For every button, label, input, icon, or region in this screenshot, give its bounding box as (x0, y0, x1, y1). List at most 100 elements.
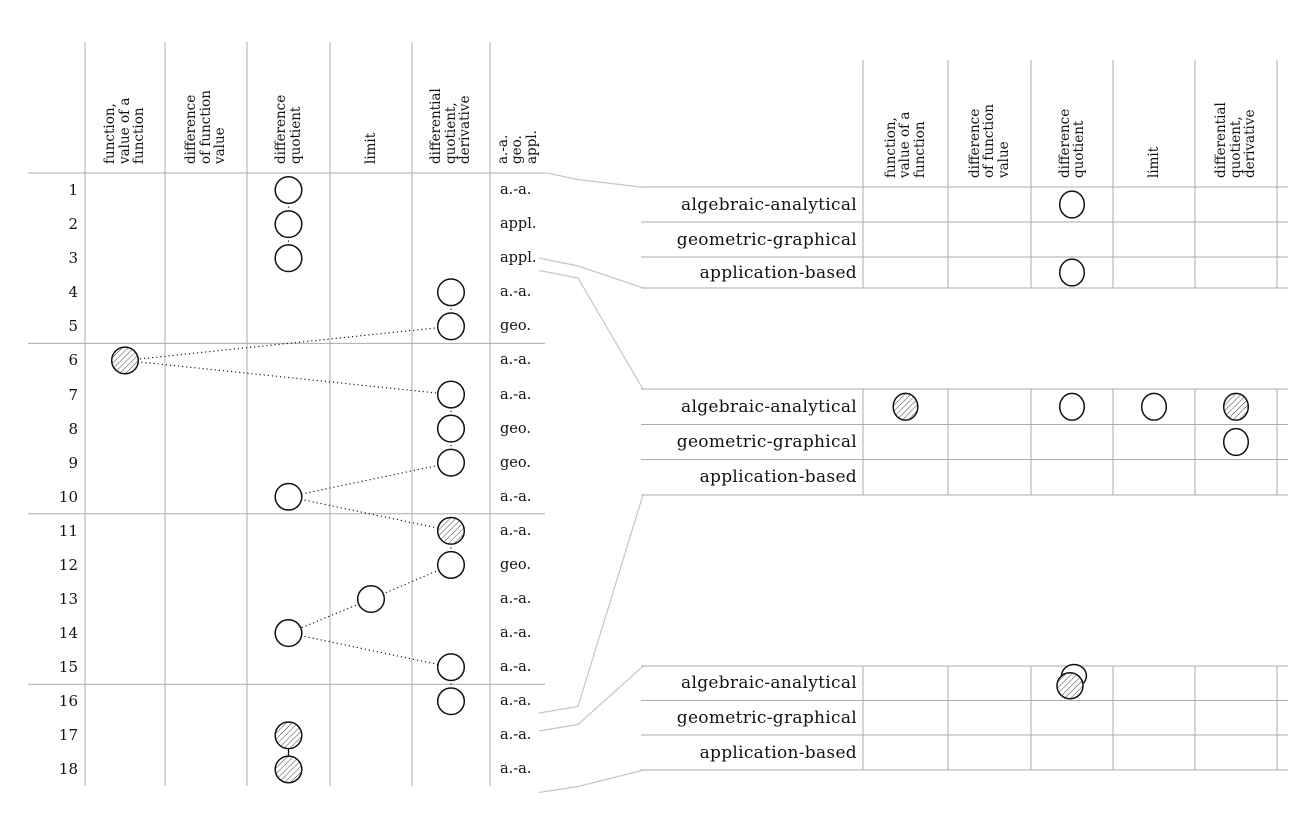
right-concept-header-limit-rotated: limit (1113, 60, 1195, 182)
task-15-mark-open-circle (436, 653, 466, 682)
task-number-13: 13 (58, 590, 78, 608)
left-concept-header-difference-quotient-label: difference quotient (273, 94, 304, 164)
task-number-11: 11 (58, 521, 78, 540)
concept-marks (110, 175, 1250, 784)
left-concept-header-difference-of-function-value: difference of function value (165, 42, 247, 168)
task-number-5: 5 (68, 317, 78, 336)
summary-1-row-3-open-circle (1058, 258, 1086, 287)
task-category-3: appl. (500, 250, 537, 267)
task-8-mark-open-circle (436, 414, 466, 443)
left-category-column-header-rotated: a.-a. geo. appl. (490, 42, 545, 168)
left-concept-header-function-value-of-a-function-label: function, value of a function (102, 97, 148, 164)
summary-2-row-2-open-circle (1222, 427, 1250, 457)
right-concept-header-limit: limit (1113, 60, 1195, 182)
right-concept-header-difference-of-function-value-rotated: difference of function value (948, 60, 1031, 182)
task-number-14: 14 (58, 624, 78, 643)
summary-2-row-1-open-circle (1058, 392, 1086, 421)
left-concept-header-difference-of-function-value-label: difference of function value (183, 90, 229, 164)
task-number-8: 8 (68, 419, 78, 438)
task-number-3: 3 (68, 249, 78, 268)
bracket-connector-2 (538, 257, 644, 289)
task-number-12: 12 (58, 555, 78, 574)
summary-3-row-1-hatched-circle-front (1056, 672, 1084, 700)
task-link-13-14 (288, 598, 372, 634)
left-concept-header-difference-of-function-value-rotated: difference of function value (165, 42, 247, 168)
right-concept-header-differential-quotient-derivative-label: differential quotient, derivative (1213, 102, 1259, 178)
right-concept-header-difference-quotient: difference quotient (1031, 60, 1113, 182)
task-category-13: a.-a. (500, 591, 532, 607)
task-number-2: 2 (68, 215, 78, 234)
bracket-connector-3 (538, 269, 644, 390)
task-number-1: 1 (68, 181, 78, 200)
task-number-15: 15 (58, 658, 78, 677)
summary-3-approach-label-1: algebraic-analytical (681, 673, 857, 694)
right-concept-header-difference-quotient-label: difference quotient (1056, 108, 1088, 178)
task-category-11: a.-a. (500, 522, 532, 539)
left-concept-header-function-value-of-a-function-rotated: function, value of a function (85, 42, 165, 168)
task-number-4: 4 (68, 283, 78, 302)
task-category-16: a.-a. (500, 693, 532, 710)
task-9-mark-open-circle (436, 448, 466, 477)
left-category-column-header: a.-a. geo. appl. (490, 42, 545, 168)
task-number-10: 10 (58, 487, 78, 506)
task-14-mark-open-circle (274, 619, 303, 648)
task-6-mark-hatched-circle (110, 346, 140, 375)
left-concept-header-limit-label: limit (362, 132, 379, 164)
summary-1-approach-label-1: algebraic-analytical (681, 194, 857, 215)
left-concept-header-limit: limit (330, 42, 412, 168)
task-10-mark-open-circle (274, 482, 303, 511)
task-11-mark-hatched-circle (436, 516, 466, 545)
task-category-9: geo. (500, 454, 531, 471)
task-category-8: geo. (500, 420, 531, 437)
summary-1-approach-label-3: application-based (699, 262, 857, 283)
right-concept-header-function-value-of-a-function-rotated: function, value of a function (863, 60, 948, 182)
task-category-10: a.-a. (500, 488, 532, 505)
task-category-18: a.-a. (500, 761, 532, 778)
bracket-connector-6 (538, 769, 644, 794)
task-number-9: 9 (68, 453, 78, 472)
task-number-17: 17 (58, 726, 78, 745)
left-concept-header-difference-quotient: difference quotient (247, 42, 330, 168)
summary-2-row-1-open-circle (1140, 392, 1168, 421)
right-concept-header-difference-quotient-rotated: difference quotient (1031, 60, 1113, 182)
summary-2-approach-label-1: algebraic-analytical (681, 396, 857, 417)
right-concept-header-differential-quotient-derivative-rotated: differential quotient, derivative (1195, 60, 1277, 182)
summary-2-row-1-hatched-circle (1222, 392, 1250, 421)
left-concept-header-differential-quotient-derivative-label: differential quotient, derivative (428, 88, 474, 164)
task-number-7: 7 (68, 385, 78, 404)
right-concept-header-function-value-of-a-function: function, value of a function (863, 60, 948, 182)
summary-2-approach-label-3: application-based (699, 467, 857, 488)
task-category-15: a.-a. (500, 659, 532, 676)
task-category-4: a.-a. (500, 284, 532, 301)
task-5-mark-open-circle (436, 312, 466, 341)
task-category-7: a.-a. (500, 386, 532, 403)
right-concept-header-differential-quotient-derivative: differential quotient, derivative (1195, 60, 1277, 182)
task-category-1: a.-a. (500, 182, 532, 199)
table-grid-lines (28, 42, 1288, 786)
summary-2-approach-label-2: geometric-graphical (676, 432, 857, 452)
group-bracket-connectors (538, 172, 644, 794)
task-number-18: 18 (58, 760, 78, 779)
task-category-12: geo. (500, 556, 531, 573)
left-concept-header-differential-quotient-derivative: differential quotient, derivative (412, 42, 490, 168)
left-concept-header-differential-quotient-derivative-rotated: differential quotient, derivative (412, 42, 490, 168)
task-13-mark-open-circle (356, 584, 386, 614)
task-4-mark-open-circle (436, 278, 466, 307)
right-concept-header-difference-of-function-value-label: difference of function value (966, 104, 1012, 178)
task-link-6-7 (124, 359, 452, 396)
task-3-mark-open-circle (274, 244, 303, 273)
task-17-mark-hatched-circle (274, 721, 303, 750)
task-category-5: geo. (500, 318, 531, 335)
task-category-17: a.-a. (500, 727, 532, 744)
task-category-14: a.-a. (500, 625, 532, 642)
bracket-connector-4 (538, 494, 644, 714)
task-1-mark-open-circle (274, 175, 303, 205)
right-concept-header-difference-of-function-value: difference of function value (948, 60, 1031, 182)
left-concept-header-difference-quotient-rotated: difference quotient (247, 42, 330, 168)
left-concept-header-limit-rotated: limit (330, 42, 412, 168)
bracket-connector-5 (538, 665, 644, 732)
bracket-connector-1 (545, 172, 644, 188)
task-sequence-links (124, 190, 452, 770)
